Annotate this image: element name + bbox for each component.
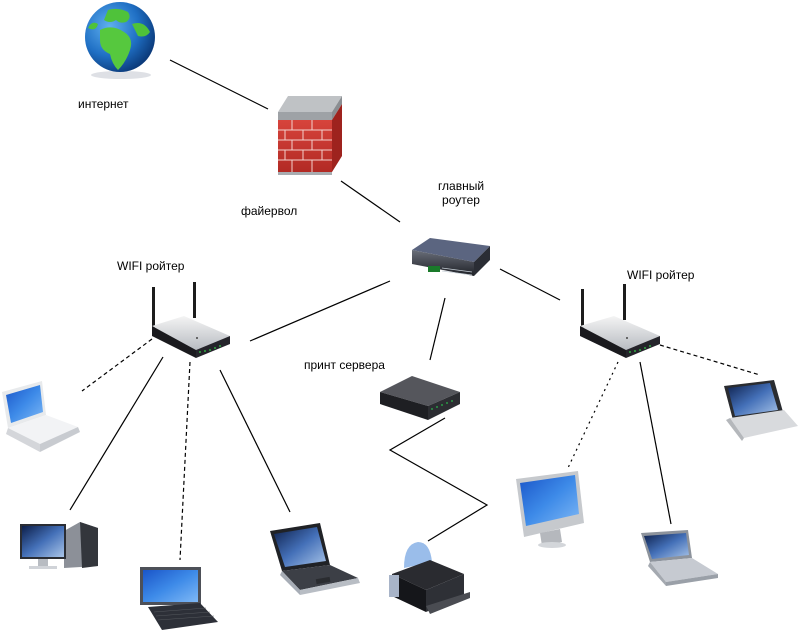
edge-wifi-right-netbook xyxy=(639,361,672,525)
edge-wifi-left-desktop xyxy=(69,356,164,511)
convertible-laptop-icon[interactable] xyxy=(140,567,218,630)
printer-icon[interactable] xyxy=(389,542,470,614)
edge-wifi-left-white-laptop xyxy=(81,338,153,392)
edge-main-router-wifi-left xyxy=(249,280,391,342)
edge-internet-firewall xyxy=(169,59,269,110)
node-label-wifi-right: WIFI ройтер xyxy=(627,268,695,282)
laptop-icon[interactable] xyxy=(270,523,360,595)
desktop-computer-icon[interactable] xyxy=(20,522,98,569)
edge-main-router-wifi-right xyxy=(499,268,561,301)
node-label-internet: интернет xyxy=(78,97,129,111)
edge-wifi-right-smartphone xyxy=(659,344,761,376)
all-in-one-computer-icon[interactable] xyxy=(516,471,584,548)
brick-wall-icon[interactable] xyxy=(278,96,342,175)
print-server-icon[interactable] xyxy=(380,376,460,420)
edge-firewall-main-router xyxy=(340,180,401,223)
wifi-router-icon[interactable] xyxy=(580,284,660,358)
node-label-firewall: файервол xyxy=(241,204,298,218)
edge-wifi-left-tablet xyxy=(179,361,191,561)
slider-phone-icon[interactable] xyxy=(724,380,798,441)
node-label-print-server: принт сервера xyxy=(304,358,385,372)
edge-main-router-print-server xyxy=(429,297,446,361)
edge-print-server-printer xyxy=(388,417,489,542)
edge-wifi-left-laptop xyxy=(219,369,291,513)
node-label-main-router-line2: роутер xyxy=(442,193,480,207)
node-label-wifi-left: WIFI ройтер xyxy=(117,259,185,273)
netbook-icon[interactable] xyxy=(641,530,718,586)
wifi-router-icon[interactable] xyxy=(152,282,230,358)
globe-icon[interactable] xyxy=(85,2,155,79)
node-label-main-router: главный роутер xyxy=(436,179,486,207)
node-label-main-router-line1: главный xyxy=(437,179,485,193)
white-laptop-icon[interactable] xyxy=(2,381,80,452)
network-switch-icon[interactable] xyxy=(412,238,490,276)
edge-wifi-right-imac xyxy=(566,361,619,471)
